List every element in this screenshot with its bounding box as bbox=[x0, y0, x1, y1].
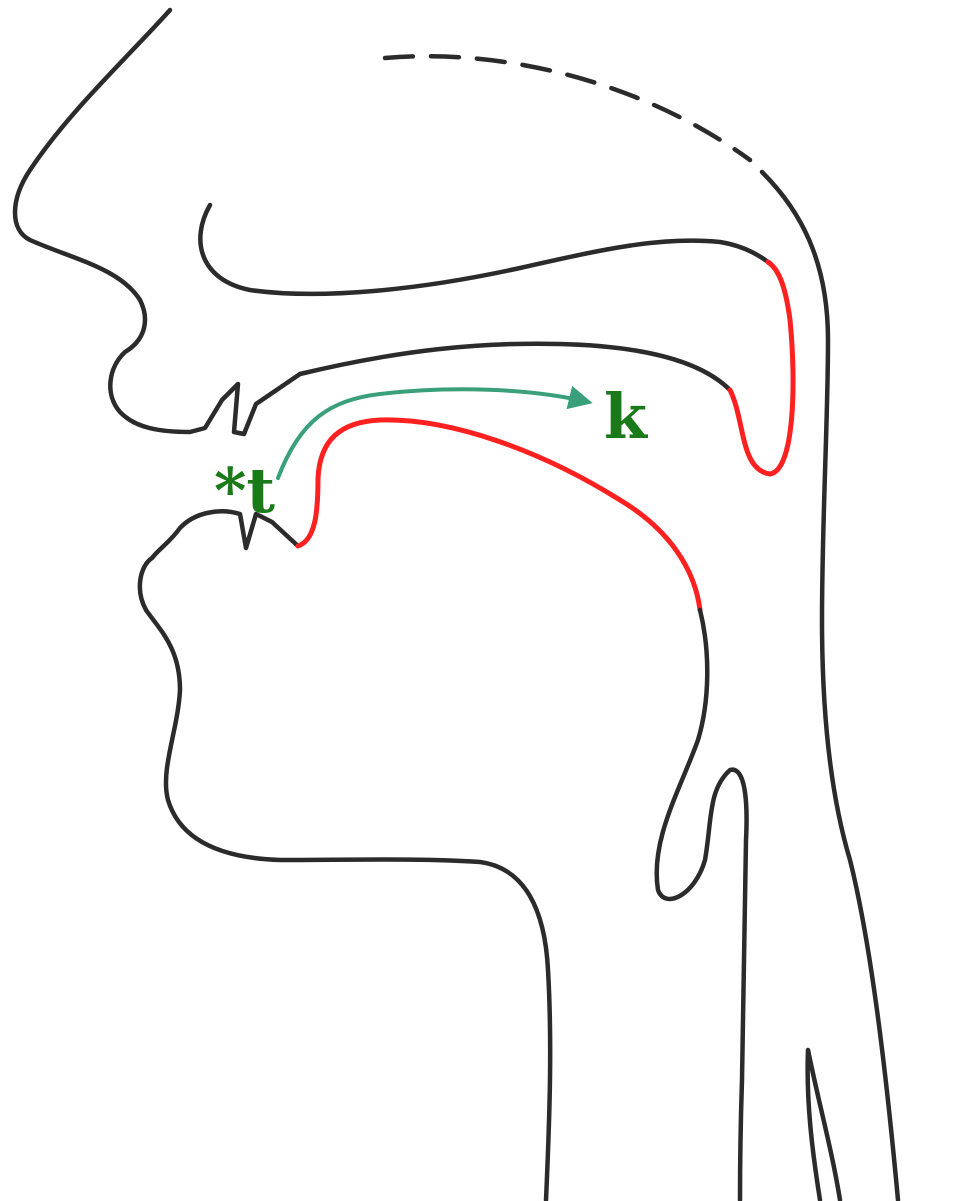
nose-and-upper-lip-outline bbox=[15, 10, 300, 434]
velum-highlight bbox=[730, 262, 793, 474]
skull-dashed-outline bbox=[385, 56, 750, 160]
tongue-root-outline bbox=[657, 610, 747, 1200]
hard-palate-outline bbox=[300, 344, 730, 390]
shift-arrow bbox=[278, 389, 588, 478]
source-sound-label: *t bbox=[214, 454, 275, 527]
pharynx-back-wall-outline bbox=[762, 172, 898, 1200]
nasal-cavity-outline bbox=[200, 205, 768, 294]
epiglottis-outline bbox=[808, 1050, 840, 1200]
target-sound-label: k bbox=[604, 380, 649, 453]
lower-lip-and-chin-outline bbox=[140, 511, 550, 1200]
